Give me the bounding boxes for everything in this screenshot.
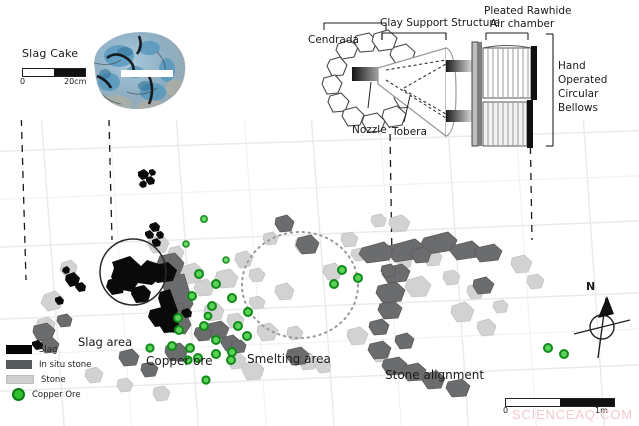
- legend-label-slag: Slag: [39, 344, 58, 355]
- air-chamber-bracket: [485, 32, 529, 40]
- legend-item-insitu-stone: In situ stone: [6, 357, 116, 372]
- plan-scale-max: 1m: [595, 406, 608, 415]
- slag-cake-scale-max: 20cm: [64, 77, 87, 86]
- tobera-plug-upper: [446, 60, 472, 72]
- legend-item-copper-ore: Copper Ore: [6, 387, 116, 402]
- slag-cake-scale-min: 0: [20, 77, 26, 86]
- air-chamber-label-line2: Air chamber: [490, 18, 555, 30]
- air-chamber-label-line1: Pleated Rawhide: [484, 5, 572, 17]
- bellows-label-line2: Operated: [558, 74, 608, 86]
- smelting-area-label: Smelting area: [247, 352, 331, 366]
- slag-cake-scale-bar: [22, 68, 86, 77]
- furnace-bellows-inset: Cendrada Nozzle Tobera Clay Support Stru…: [300, 4, 639, 150]
- slag-shapes: [32, 169, 192, 350]
- legend-label-copper-ore: Copper Ore: [32, 389, 81, 400]
- legend-label-insitu-stone: In situ stone: [39, 359, 92, 370]
- support-board-shadow: [478, 42, 482, 146]
- cendrada-bracket: [323, 22, 387, 30]
- compass-north-label: N: [586, 280, 596, 293]
- legend-item-stone: Stone: [6, 372, 116, 387]
- nozzle-label: Nozzle: [352, 124, 387, 136]
- cendrada-label: Cendrada: [308, 34, 359, 46]
- slag-feature-circle: [99, 238, 167, 306]
- legend: Slag In situ stone Stone Copper Ore: [6, 342, 116, 402]
- site-plan: [0, 120, 639, 426]
- plan-scale-bar: [505, 398, 615, 407]
- slag-area-label: Slag area: [78, 335, 133, 349]
- plan-scale-min: 0: [503, 406, 509, 415]
- bellows-label-line1: Hand: [558, 60, 586, 72]
- legend-item-slag: Slag: [6, 342, 116, 357]
- slag-cake-photograph: [94, 32, 186, 109]
- legend-swatch-copper-ore: [12, 388, 25, 401]
- tobera-label: Tobera: [392, 126, 427, 138]
- bellows-bracket: [546, 33, 554, 147]
- clay-support-structure-label: Clay Support Structure: [380, 17, 500, 29]
- copper-ore-label: Copper ore: [146, 354, 213, 368]
- tobera-duct: [385, 59, 447, 119]
- legend-swatch-stone: [6, 375, 34, 384]
- north-arrow-compass: [573, 296, 631, 359]
- bellows-label-line3: Circular: [558, 88, 599, 100]
- nozzle-leader: [367, 81, 372, 109]
- legend-swatch-slag: [6, 345, 32, 354]
- tobera-plug-lower: [446, 110, 472, 122]
- tobera-leader: [403, 95, 411, 123]
- legend-swatch-insitu-stone: [6, 360, 32, 369]
- smelting-area-circle: [241, 231, 359, 339]
- slag-cake-title: Slag Cake: [22, 47, 79, 60]
- copper-ore-markers: [145, 215, 569, 385]
- legend-label-stone: Stone: [41, 374, 66, 385]
- bellows-label-line4: Bellows: [558, 102, 598, 114]
- bellows-upper: [482, 45, 537, 100]
- support-board: [471, 41, 479, 147]
- stone-alignment-label: Stone alignment: [385, 368, 485, 382]
- watermark: SCIENCEAQ.COM: [512, 407, 633, 422]
- bellows-lower: [482, 100, 533, 148]
